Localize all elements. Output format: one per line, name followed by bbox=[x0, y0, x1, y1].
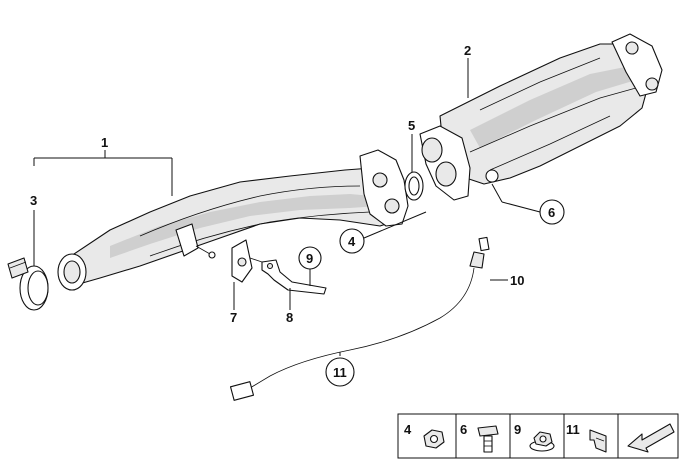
flange-nut-icon bbox=[529, 431, 555, 452]
rubber-mount-part-7 bbox=[231, 239, 263, 283]
clip-icon bbox=[589, 429, 607, 453]
callout-3: 3 bbox=[30, 193, 37, 208]
parts-legend: 4 6 9 11 bbox=[397, 413, 679, 459]
clamp-part-3 bbox=[7, 257, 49, 311]
direction-arrow-icon bbox=[627, 423, 675, 453]
catalytic-converter-part-2 bbox=[419, 33, 663, 201]
callout-5: 5 bbox=[408, 118, 415, 133]
callout-9-circle: 9 bbox=[298, 246, 322, 270]
bolt-icon bbox=[477, 425, 499, 453]
callout-6-circle: 6 bbox=[539, 199, 565, 225]
legend-label-9: 9 bbox=[514, 422, 521, 437]
callout-10: 10 bbox=[510, 273, 524, 288]
callout-4: 4 bbox=[348, 234, 356, 249]
callout-2: 2 bbox=[464, 43, 471, 58]
callout-8: 8 bbox=[286, 310, 293, 325]
callout-6: 6 bbox=[548, 205, 555, 220]
legend-label-11: 11 bbox=[566, 422, 580, 437]
nut-icon bbox=[423, 429, 445, 449]
callout-1: 1 bbox=[101, 135, 108, 150]
gasket-ring-part-5 bbox=[404, 171, 424, 201]
legend-label-6: 6 bbox=[460, 422, 467, 437]
callout-9: 9 bbox=[306, 251, 313, 266]
leader-lines bbox=[33, 58, 541, 356]
oxygen-sensor-part-10 bbox=[229, 236, 490, 401]
front-pipe-part-1 bbox=[57, 149, 409, 291]
callout-11-circle: 11 bbox=[325, 357, 355, 387]
callout-7: 7 bbox=[230, 310, 237, 325]
callout-11: 11 bbox=[333, 365, 347, 380]
callout-4-circle: 4 bbox=[339, 228, 365, 254]
legend-label-4: 4 bbox=[404, 422, 412, 437]
